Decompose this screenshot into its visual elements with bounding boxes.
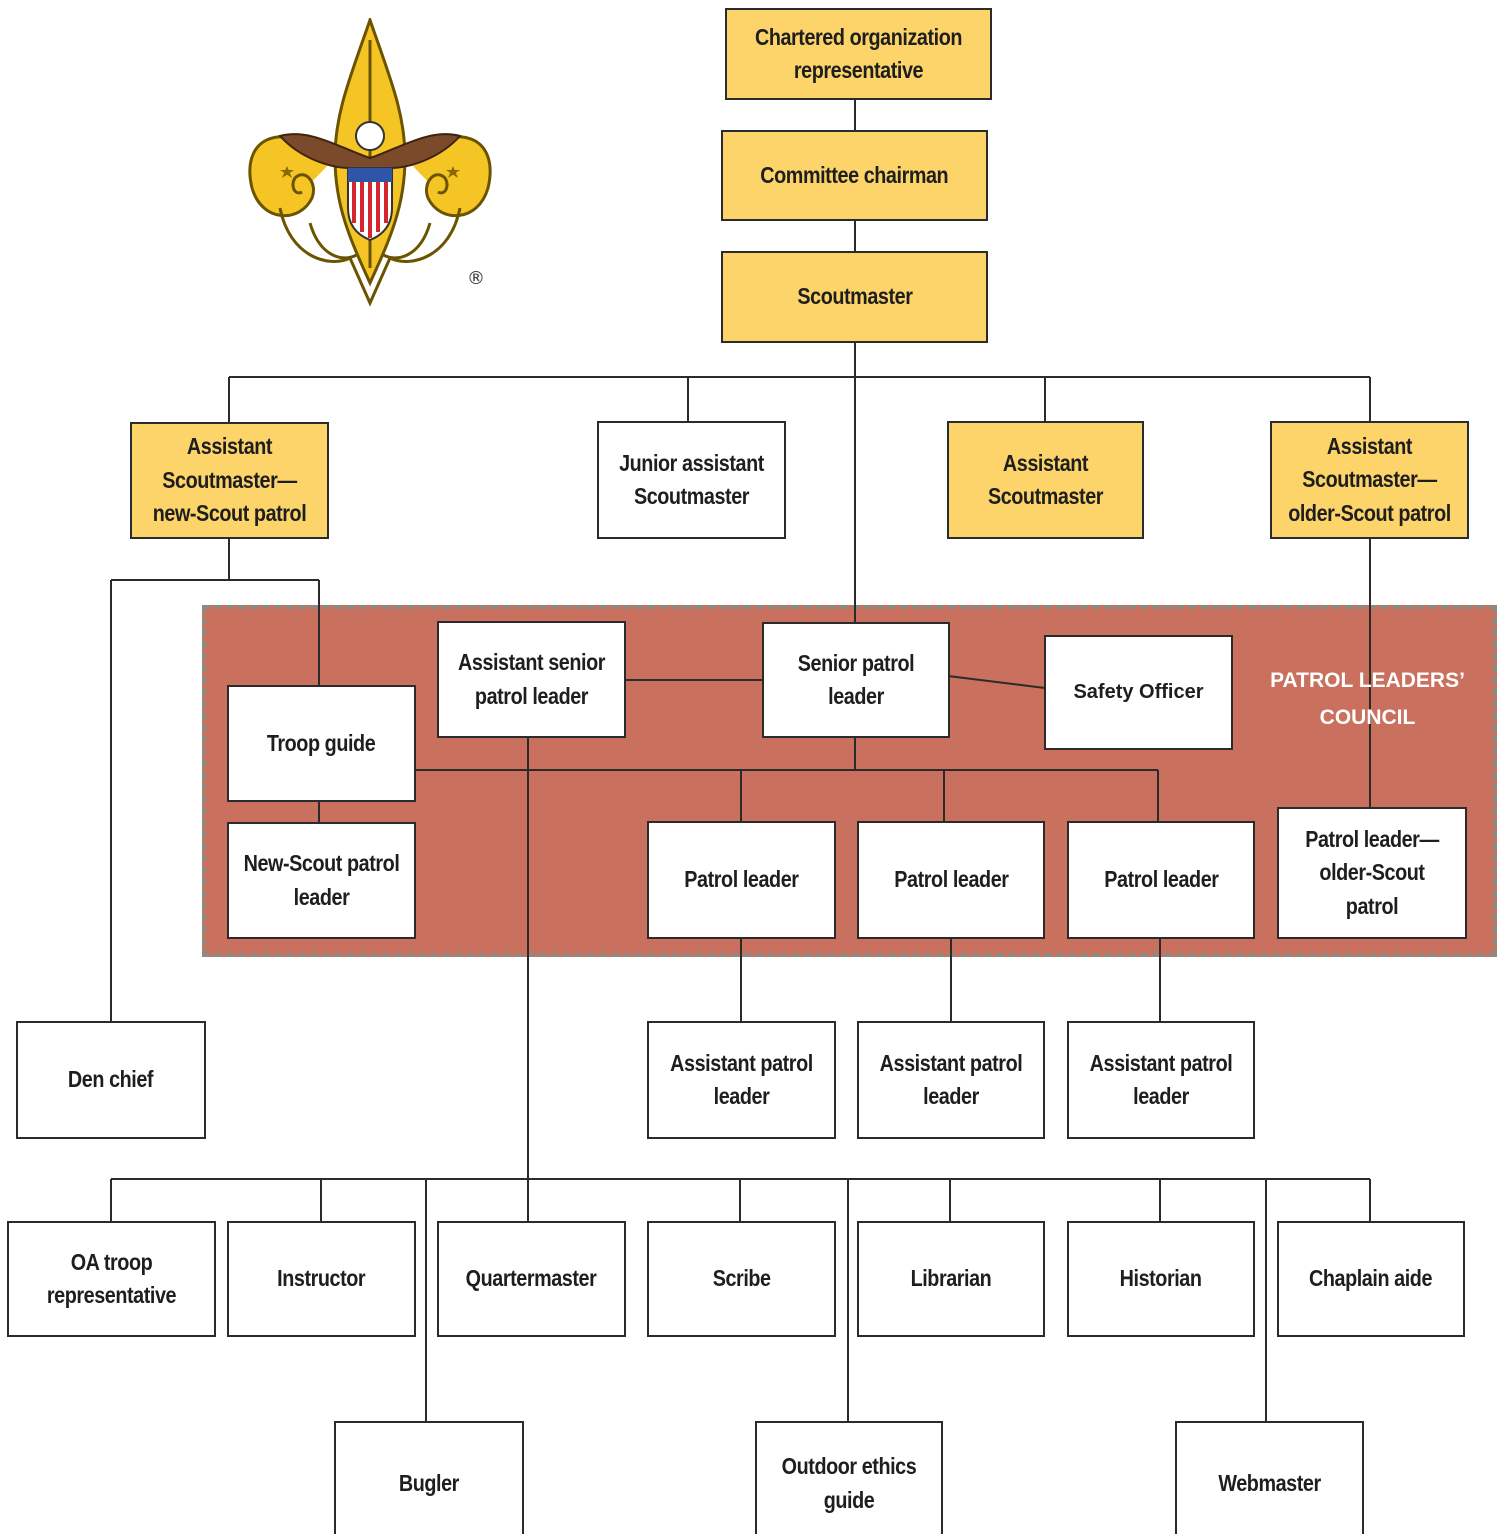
node-patrol-leader-older-scout-patrol: Patrol leader— older-Scout patrol bbox=[1277, 807, 1467, 939]
node-troop-guide: Troop guide bbox=[227, 685, 416, 802]
node-instructor: Instructor bbox=[227, 1221, 416, 1337]
node-assistant-scoutmaster-older-scout-patrol: Assistant Scoutmaster— older-Scout patro… bbox=[1270, 421, 1469, 539]
node-patrol-leader: Patrol leader bbox=[857, 821, 1045, 939]
node-senior-patrol-leader: Senior patrol leader bbox=[762, 622, 950, 738]
node-new-scout-patrol-leader: New-Scout patrol leader bbox=[227, 822, 416, 939]
connector bbox=[947, 675, 1046, 689]
node-webmaster: Webmaster bbox=[1175, 1421, 1364, 1534]
node-junior-assistant-scoutmaster: Junior assistant Scoutmaster bbox=[597, 421, 786, 539]
node-scribe: Scribe bbox=[647, 1221, 836, 1337]
node-assistant-patrol-leader: Assistant patrol leader bbox=[647, 1021, 836, 1139]
node-committee-chairman: Committee chairman bbox=[721, 130, 988, 221]
node-historian: Historian bbox=[1067, 1221, 1255, 1337]
node-den-chief: Den chief bbox=[16, 1021, 206, 1139]
node-chartered-organization-representative: Chartered organization representative bbox=[725, 8, 992, 100]
node-scoutmaster: Scoutmaster bbox=[721, 251, 988, 343]
node-librarian: Librarian bbox=[857, 1221, 1045, 1337]
node-assistant-patrol-leader: Assistant patrol leader bbox=[857, 1021, 1045, 1139]
node-assistant-patrol-leader: Assistant patrol leader bbox=[1067, 1021, 1255, 1139]
node-patrol-leader: Patrol leader bbox=[1067, 821, 1255, 939]
node-assistant-senior-patrol-leader: Assistant senior patrol leader bbox=[437, 621, 626, 738]
node-patrol-leader: Patrol leader bbox=[647, 821, 836, 939]
node-bugler: Bugler bbox=[334, 1421, 524, 1534]
node-assistant-scoutmaster: Assistant Scoutmaster bbox=[947, 421, 1144, 539]
patrol-leaders-council-label: PATROL LEADERS’ COUNCIL bbox=[1270, 669, 1465, 729]
node-quartermaster: Quartermaster bbox=[437, 1221, 626, 1337]
node-oa-troop-representative: OA troop representative bbox=[7, 1221, 216, 1337]
node-safety-officer: Safety Officer bbox=[1044, 635, 1233, 750]
bsa-fleur-de-lis-logo bbox=[248, 18, 492, 307]
node-assistant-scoutmaster-new-scout-patrol: Assistant Scoutmaster— new-Scout patrol bbox=[130, 422, 329, 539]
registered-trademark-mark: ® bbox=[467, 268, 485, 289]
node-chaplain-aide: Chaplain aide bbox=[1277, 1221, 1465, 1337]
node-outdoor-ethics-guide: Outdoor ethics guide bbox=[755, 1421, 943, 1534]
